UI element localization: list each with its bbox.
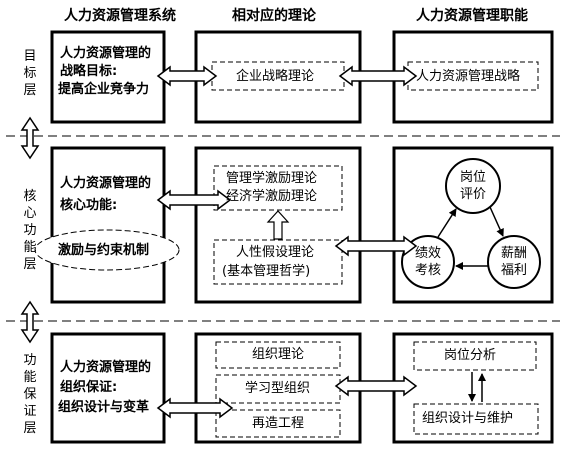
support-function-top: 岗位分析 [444,348,497,363]
h-arrow-core-1 [156,189,232,211]
layer-label-support: 功能保证层 [23,353,37,436]
support-theory-item-1: 组织理论 [252,347,305,362]
support-theory-item-2: 学习型组织 [245,381,311,396]
support-theory-inner-1 [215,341,341,369]
theory-up-arrow [266,210,290,240]
cycle-circle-right [487,235,541,289]
core-theory-top-inner [213,165,343,211]
cycle-circle-top [445,158,501,214]
goal-function-label: 人力资源管理战略 [416,69,521,84]
header-function: 人力资源管理职能 [416,8,528,24]
support-theory-inner-3 [215,409,341,438]
support-function-inner-bottom [413,403,539,435]
support-left-line2: 组织保证: [60,380,118,395]
cycle-top-line2: 评价 [460,187,487,202]
cycle-circle-left [401,235,455,289]
cycle-left-line1: 绩效 [415,246,442,261]
cycle-arrow-left-top [437,208,457,238]
cycle-right-line2: 福利 [501,263,528,278]
cycle-arrow-top-right [489,206,504,237]
core-left-line2: 核心功能: [60,198,118,213]
h-arrow-goal-2 [338,65,418,87]
goal-theory-label: 企业战略理论 [236,69,315,84]
core-ellipse [34,229,180,271]
support-function-bottom: 组织设计与维护 [422,411,514,426]
support-theory-item-3: 再造工程 [252,416,305,431]
support-function-inner-top [413,341,537,371]
core-theory-bottom-line2: (基本管理哲学) [222,264,311,279]
support-left-line1: 人力资源管理的 [60,360,152,375]
layer-arrow-bottom [20,300,40,344]
cycle-left-line2: 考核 [415,263,442,278]
goal-function-inner [407,61,539,91]
support-left-line3: 组织设计与变革 [58,400,150,415]
goal-left-line1: 人力资源管理的 [60,46,152,61]
layer-arrow-top [20,116,40,160]
cycle-top-line1: 岗位 [460,170,487,185]
core-theory-bottom-line1: 人性假设理论 [236,245,315,260]
header-theory: 相对应的理论 [232,8,316,24]
layer-label-core: 核心功能层 [23,189,37,272]
layer-label-goal: 目标层 [23,49,37,98]
h-arrow-support-2 [334,375,418,397]
cycle-right-line1: 薪酬 [501,246,528,261]
core-ellipse-label: 激励与约束机制 [58,243,150,258]
support-system-box [50,332,166,444]
core-theory-top-line2: 经济学激励理论 [226,189,318,204]
core-left-line1: 人力资源管理的 [60,176,152,191]
h-arrow-support-1 [156,397,234,419]
support-function-box [392,332,554,444]
core-theory-bottom-inner [213,239,343,285]
h-arrow-core-2 [334,235,418,257]
core-theory-top-line1: 管理学激励理论 [226,171,318,186]
goal-system-box [50,30,166,124]
support-theory-box [194,332,362,444]
h-arrow-goal-1 [156,65,218,87]
header-system: 人力资源管理系统 [64,8,176,24]
core-system-box [50,146,166,304]
goal-left-line3: 提高企业竞争力 [58,82,150,97]
goal-left-line2: 战略目标: [60,64,118,79]
goal-function-box [392,30,554,124]
